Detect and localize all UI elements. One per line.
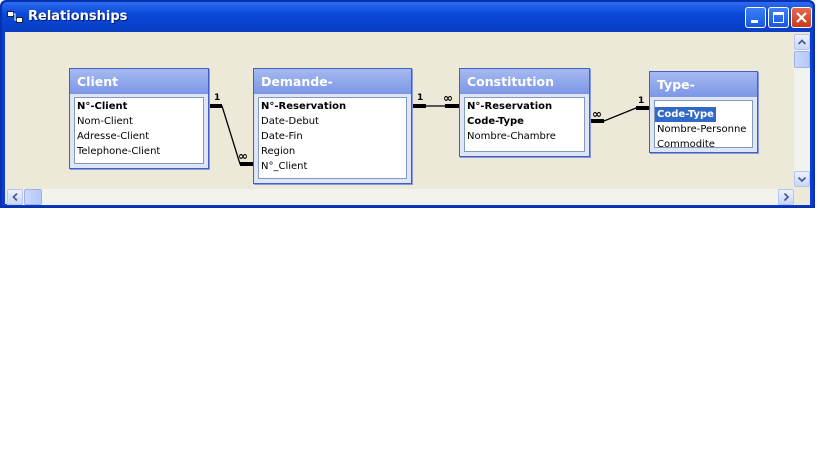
scroll-left-button[interactable]: [7, 189, 23, 205]
relationship-end-constitution: [589, 119, 604, 123]
field-list[interactable]: Code-Type Nombre-Personne Commodite: [654, 100, 753, 150]
vertical-scroll-thumb[interactable]: [794, 51, 810, 68]
maximize-button[interactable]: [768, 7, 789, 28]
relationships-window: Relationships: [0, 0, 815, 208]
relationship-end-type-chambre: [636, 106, 650, 110]
field-item[interactable]: Date-Fin: [261, 131, 303, 142]
field-item[interactable]: N°-Reservation: [261, 101, 347, 112]
relationship-lines: [208, 104, 650, 166]
field-item[interactable]: N°-Client: [77, 101, 128, 112]
relationships-icon: [7, 11, 23, 23]
field-item[interactable]: N°_Client: [261, 161, 308, 172]
field-item[interactable]: Nombre-Personne: [657, 124, 747, 135]
relationship-end-constitution-fk: [445, 104, 460, 108]
scroll-down-button[interactable]: [794, 171, 810, 187]
relationship-many-label: ∞: [238, 149, 248, 163]
field-item[interactable]: Nom-Client: [77, 116, 133, 127]
close-button[interactable]: [791, 7, 812, 28]
table-title[interactable]: Client: [70, 69, 208, 94]
chevron-up-icon: [797, 39, 807, 45]
table-title[interactable]: Constitution: [460, 69, 589, 94]
table-client[interactable]: Client N°-Client Nom-Client Adresse-Clie…: [69, 68, 209, 169]
table-title[interactable]: Demande-Reservation: [254, 69, 411, 114]
relationship-end-client: [208, 104, 222, 108]
table-demande-reservation[interactable]: Demande-Reservation N°-Reservation Date-…: [253, 68, 412, 184]
minimize-button[interactable]: [745, 7, 766, 28]
chevron-right-icon: [783, 192, 790, 202]
field-item[interactable]: Region: [261, 146, 296, 157]
field-list[interactable]: N°-Reservation Code-Type Nombre-Chambre: [464, 97, 585, 152]
scroll-corner: [794, 189, 810, 205]
close-icon: [796, 12, 807, 23]
field-item[interactable]: Adresse-Client: [77, 131, 150, 142]
maximize-icon: [773, 12, 784, 23]
title-bar[interactable]: Relationships: [2, 2, 813, 32]
horizontal-scroll-thumb[interactable]: [24, 189, 42, 205]
vertical-scrollbar[interactable]: [794, 34, 810, 187]
scroll-right-button[interactable]: [778, 189, 794, 205]
field-list[interactable]: N°-Client Nom-Client Adresse-Client Tele…: [74, 97, 204, 164]
field-item-selected[interactable]: Code-Type: [655, 107, 716, 122]
relationships-canvas[interactable]: 1 ∞ 1 ∞ ∞ 1 Client N°-Client Nom-Client …: [7, 34, 792, 187]
window-client-area: 1 ∞ 1 ∞ ∞ 1 Client N°-Client Nom-Client …: [5, 32, 810, 205]
field-list[interactable]: N°-Reservation Date-Debut Date-Fin Regio…: [258, 97, 407, 179]
field-item[interactable]: Nombre-Chambre: [467, 131, 556, 142]
minimize-icon: [751, 20, 758, 23]
relationship-one-label: 1: [214, 93, 221, 103]
horizontal-scrollbar[interactable]: [7, 189, 794, 205]
relationship-end-demande-pk: [411, 104, 426, 108]
table-constitution[interactable]: Constitution N°-Reservation Code-Type No…: [459, 68, 590, 157]
table-title[interactable]: Type-Chambre: [650, 72, 757, 117]
chevron-down-icon: [797, 176, 807, 183]
field-item[interactable]: N°-Reservation: [467, 101, 553, 112]
relationship-one-label: 1: [417, 93, 424, 103]
relationship-end-demande: [240, 162, 254, 166]
field-item[interactable]: Commodite: [657, 139, 715, 150]
relationship-line-client-demande: [208, 105, 254, 165]
field-item[interactable]: Telephone-Client: [77, 146, 161, 157]
relationship-one-label: 1: [638, 96, 645, 106]
chevron-left-icon: [12, 192, 18, 202]
field-item[interactable]: Date-Debut: [261, 116, 319, 127]
window-title: Relationships: [28, 9, 128, 24]
scroll-up-button[interactable]: [794, 34, 810, 50]
field-item[interactable]: Code-Type: [467, 116, 524, 127]
table-type-chambre[interactable]: Type-Chambre Code-Type Nombre-Personne C…: [649, 71, 758, 153]
relationship-many-label: ∞: [443, 91, 453, 105]
relationship-many-label: ∞: [592, 107, 602, 121]
